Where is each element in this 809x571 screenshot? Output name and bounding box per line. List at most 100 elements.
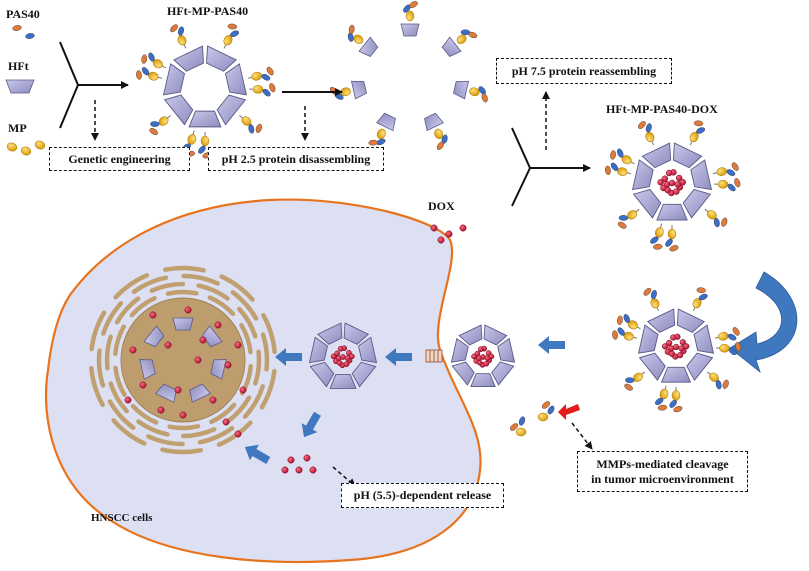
receptor bbox=[426, 350, 442, 362]
cage-subunit bbox=[484, 325, 507, 345]
cage-subunit bbox=[164, 64, 185, 95]
pas40-chain bbox=[637, 120, 647, 130]
pas40-chain bbox=[228, 23, 237, 29]
pas40-chain bbox=[650, 290, 657, 300]
ferritin-cage bbox=[605, 120, 741, 252]
cage-subunit bbox=[683, 189, 710, 217]
pas40-chain bbox=[169, 23, 179, 33]
box-ph25-disassembling: pH 2.5 protein disassembling bbox=[208, 147, 384, 171]
mp-peptide bbox=[538, 413, 548, 421]
pas40-chain bbox=[653, 244, 662, 250]
dox-particle bbox=[331, 354, 336, 359]
pas40-chain bbox=[136, 70, 142, 80]
cleavage-line-2: in tumor microenvironment bbox=[591, 472, 734, 487]
fragment-subunit bbox=[422, 112, 443, 131]
disassembled-fragments bbox=[329, 0, 489, 151]
mp-peptide bbox=[649, 297, 661, 309]
cage-subunit bbox=[225, 64, 246, 95]
cage-subunit bbox=[662, 367, 691, 382]
dox-particle bbox=[666, 170, 672, 176]
dox-particle bbox=[223, 419, 229, 425]
mp-peptide bbox=[34, 140, 46, 151]
fragment-subunit bbox=[351, 79, 367, 99]
pas40-chain bbox=[348, 25, 354, 35]
dox-particle bbox=[125, 397, 131, 403]
dox-particle bbox=[158, 407, 164, 413]
pas40-chain bbox=[141, 54, 147, 64]
pas40-chain bbox=[720, 217, 728, 227]
cage-subunit bbox=[206, 46, 236, 71]
hft-mp-pas40-dox bbox=[605, 120, 741, 252]
mp-peptide bbox=[718, 180, 728, 188]
pas40-chain bbox=[619, 215, 628, 220]
pas40-chain bbox=[694, 120, 703, 126]
dox-particle bbox=[484, 361, 489, 366]
dox-particle bbox=[180, 412, 186, 418]
mp-peptide bbox=[20, 146, 32, 157]
dox-particle bbox=[235, 342, 241, 348]
fragment-subunit bbox=[377, 112, 398, 131]
pas40-chain bbox=[369, 140, 378, 146]
dox-particle bbox=[296, 467, 302, 473]
dox-particle bbox=[235, 431, 241, 437]
dox-particle bbox=[664, 181, 670, 187]
pas40-chain bbox=[623, 383, 633, 392]
pas40-chain bbox=[150, 121, 159, 126]
dox-particle bbox=[195, 357, 201, 363]
dox-particle bbox=[337, 360, 342, 365]
cage-subunit bbox=[174, 46, 204, 71]
dox-particle bbox=[669, 351, 675, 357]
pas40-chain bbox=[12, 25, 22, 32]
cage-subunit bbox=[648, 309, 675, 332]
pas40-chain bbox=[518, 416, 526, 426]
fragment bbox=[422, 112, 448, 151]
cage-subunit bbox=[633, 160, 654, 190]
cleavage-line-1: MMPs-mediated cleavage bbox=[596, 457, 728, 472]
box-genetic-engineering: Genetic engineering bbox=[49, 147, 190, 171]
hft-mp-pas40 bbox=[136, 23, 276, 159]
mp-peptide bbox=[716, 167, 728, 177]
dox-particle bbox=[679, 346, 685, 352]
dox-particle bbox=[288, 457, 294, 463]
legend-icons bbox=[6, 25, 46, 157]
ferritin-cage bbox=[136, 23, 276, 159]
ferritin-cage bbox=[451, 325, 514, 387]
dox-particle bbox=[345, 356, 350, 361]
cage-subunit bbox=[471, 374, 495, 387]
fragment-subunit bbox=[453, 79, 469, 99]
cage-subunit bbox=[639, 325, 658, 353]
label-hft-mp-pas40: HFt-MP-PAS40 bbox=[167, 5, 248, 17]
pas40-chain bbox=[617, 315, 623, 325]
dox-particle bbox=[210, 397, 216, 403]
dox-particle bbox=[446, 231, 452, 237]
pas40-chain bbox=[25, 33, 35, 40]
mp-peptide bbox=[668, 229, 676, 239]
dox-particle bbox=[336, 356, 341, 361]
pas40-chain bbox=[733, 178, 741, 188]
mp-peptide bbox=[718, 331, 730, 341]
dox-particle bbox=[215, 322, 221, 328]
dox-particle bbox=[175, 387, 181, 393]
cage-subunit bbox=[657, 204, 687, 220]
pas40-chain bbox=[605, 166, 611, 176]
pas40-chain bbox=[610, 150, 616, 160]
pas40-chain bbox=[658, 405, 667, 411]
pas40-chain bbox=[612, 330, 618, 340]
dox-particle bbox=[150, 312, 156, 318]
dox-particle bbox=[673, 189, 679, 195]
dox-particle bbox=[140, 382, 146, 388]
label-hft-mp-pas40-dox: HFt-MP-PAS40-DOX bbox=[606, 103, 718, 115]
mp-peptide bbox=[644, 131, 656, 143]
pas40-chain bbox=[669, 244, 679, 252]
pas40-chain bbox=[255, 123, 263, 133]
dox-particle bbox=[476, 356, 481, 361]
cage-subunit bbox=[691, 160, 712, 190]
cage-subunit bbox=[640, 353, 666, 380]
dox-particle bbox=[668, 346, 674, 352]
dox-particle bbox=[675, 181, 681, 187]
er-membrane bbox=[162, 450, 200, 452]
pas40-chain bbox=[713, 218, 720, 228]
dox-particle bbox=[185, 307, 191, 313]
cleaved-peptides bbox=[509, 400, 580, 436]
pas40-chain bbox=[268, 83, 276, 93]
